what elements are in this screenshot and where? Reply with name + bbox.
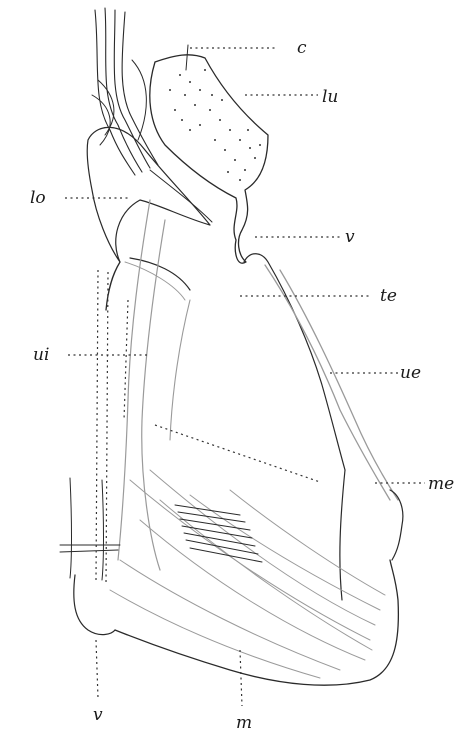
- lobe-structure: [87, 127, 212, 262]
- label-lo: lo: [30, 188, 46, 208]
- fibre-lines: [110, 470, 385, 678]
- leader-mid: [155, 425, 320, 482]
- label-lu: lu: [322, 87, 338, 107]
- dotted-track: [96, 270, 128, 585]
- label-ui: ui: [33, 345, 49, 365]
- stippled-organ: [150, 45, 268, 263]
- leader-bottom-center: [240, 650, 242, 706]
- leader-bottom-left: [96, 640, 98, 698]
- lower-segment: [60, 470, 398, 685]
- label-me: me: [428, 474, 454, 494]
- upper-strands: [92, 8, 158, 175]
- label-te: te: [380, 286, 397, 306]
- label-c: c: [297, 38, 307, 58]
- muscle-striations: [175, 505, 262, 562]
- label-bottom-center: m: [236, 713, 252, 733]
- label-bottom-left: v: [93, 705, 103, 725]
- label-ue: ue: [400, 363, 421, 383]
- label-v: v: [345, 227, 355, 247]
- leader-lines: [65, 48, 425, 706]
